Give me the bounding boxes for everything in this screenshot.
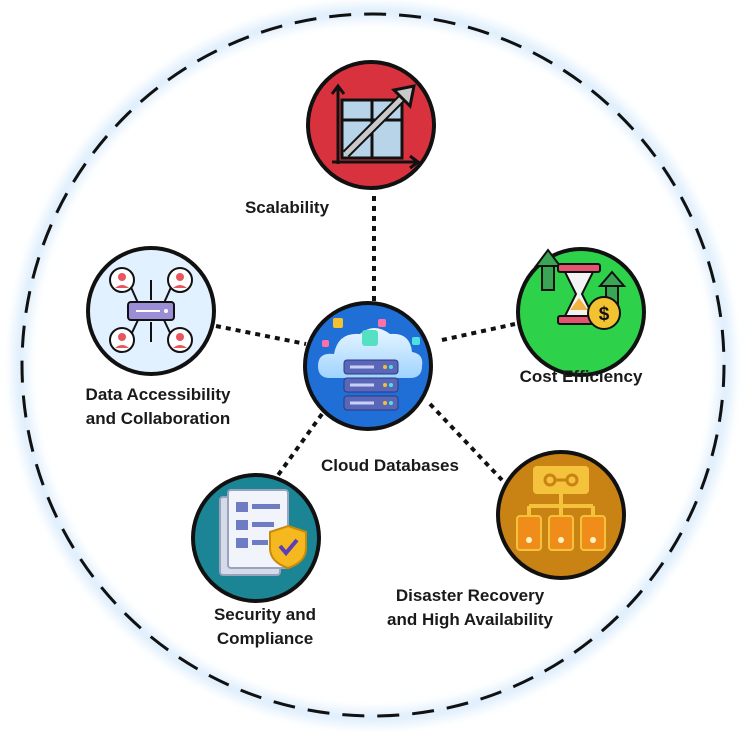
- node-center: [303, 301, 433, 431]
- label-line: and High Availability: [387, 610, 553, 629]
- connector-access: [215, 324, 307, 346]
- label-cost: Cost Efficiency: [496, 365, 666, 389]
- hourglass-dollar-icon: $: [534, 248, 627, 330]
- label-line: Compliance: [216, 629, 314, 648]
- label-disaster: Disaster Recovery and High Availability: [360, 584, 580, 632]
- center-label: Cloud Databases: [321, 456, 459, 475]
- connector-cost: [441, 322, 516, 342]
- label-line: Disaster Recovery: [395, 586, 545, 605]
- scale-chart-icon: [330, 83, 421, 170]
- label-scalability: Scalability: [232, 196, 342, 220]
- label-line: Scalability: [244, 198, 330, 217]
- node-scalability: [306, 60, 436, 190]
- connector-disaster: [428, 402, 504, 482]
- node-disaster: [496, 450, 626, 580]
- document-shield-icon: [219, 489, 307, 576]
- connector-security: [274, 412, 324, 480]
- users-network-icon: [109, 267, 193, 353]
- label-center: Cloud Databases: [290, 454, 490, 478]
- svg-text:$: $: [599, 304, 610, 325]
- node-security: [191, 473, 321, 603]
- label-line: and Collaboration: [85, 409, 231, 428]
- cloud-server-icon: [318, 318, 423, 411]
- label-access: Data Accessibility and Collaboration: [58, 383, 258, 431]
- connectors: [215, 196, 516, 482]
- node-access: [86, 246, 216, 376]
- outer-glow: [15, 7, 731, 723]
- node-cost: $: [516, 247, 646, 377]
- outer-dashed-ring: [20, 12, 726, 718]
- label-line: Cost Efficiency: [519, 367, 643, 386]
- label-line: Data Accessibility: [85, 385, 231, 404]
- label-security: Security and Compliance: [185, 603, 345, 651]
- network-hierarchy-icon: [516, 466, 606, 551]
- label-line: Security and: [213, 605, 317, 624]
